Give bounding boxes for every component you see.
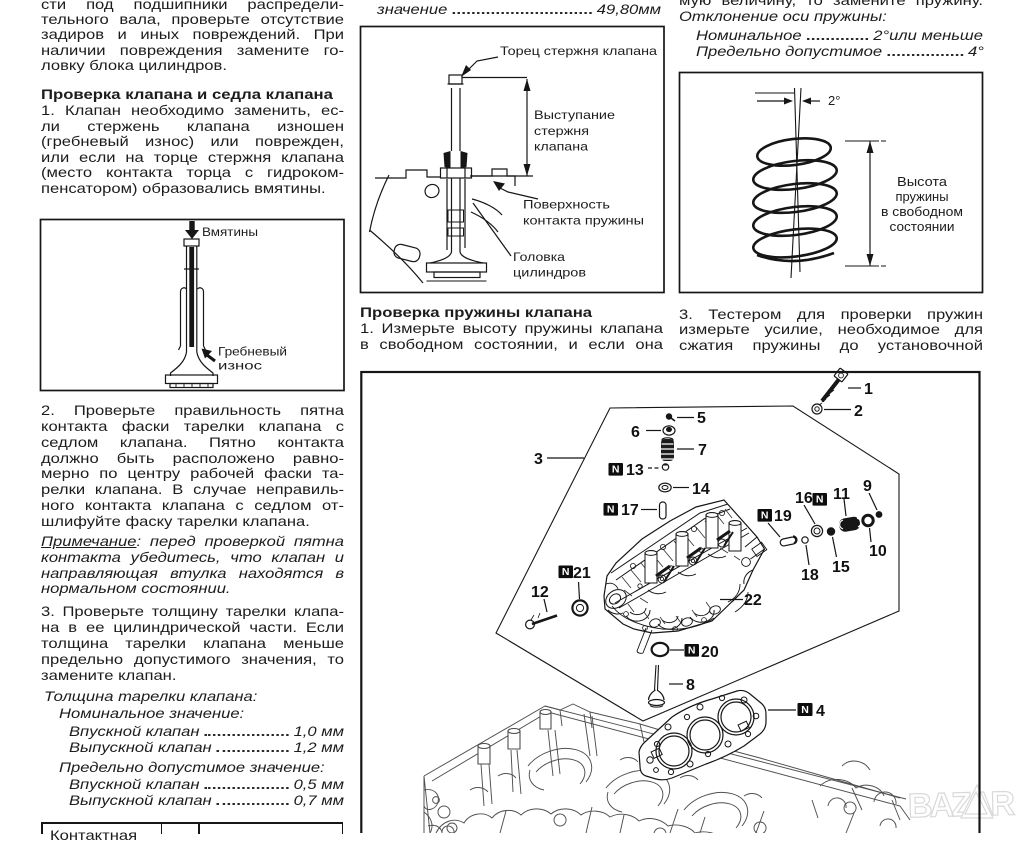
svg-text:N: N [607, 504, 615, 516]
svg-text:клапана: клапана [534, 140, 588, 154]
svg-text:Гребневый: Гребневый [218, 345, 287, 359]
svg-text:N: N [816, 494, 824, 506]
svg-text:Торец стержня клапана: Торец стержня клапана [500, 44, 657, 58]
svg-text:12: 12 [531, 584, 549, 601]
svg-text:11: 11 [833, 486, 850, 503]
svg-text:износ: износ [218, 359, 262, 373]
svg-text:N: N [688, 645, 696, 657]
svg-text:19: 19 [774, 508, 792, 525]
svg-text:22: 22 [744, 592, 762, 609]
svg-text:2°: 2° [828, 93, 840, 108]
svg-text:стержня: стержня [534, 124, 589, 138]
svg-text:Выступание: Выступание [534, 108, 615, 122]
svg-text:2: 2 [854, 403, 863, 420]
svg-text:Вмятины: Вмятины [202, 225, 258, 239]
svg-text:Головка: Головка [513, 250, 565, 264]
svg-text:13: 13 [626, 462, 644, 479]
svg-text:7: 7 [698, 442, 707, 459]
svg-text:17: 17 [621, 502, 639, 519]
svg-text:9: 9 [863, 478, 872, 495]
svg-text:Поверхность: Поверхность [523, 198, 610, 212]
svg-text:18: 18 [801, 567, 819, 584]
svg-text:15: 15 [832, 559, 850, 576]
svg-text:1: 1 [864, 381, 873, 398]
svg-text:цилиндров: цилиндров [513, 266, 586, 280]
svg-text:6: 6 [631, 424, 640, 441]
svg-text:пружины: пружины [896, 190, 949, 204]
svg-text:21: 21 [573, 565, 591, 582]
svg-text:3: 3 [534, 451, 543, 468]
svg-text:N: N [562, 566, 570, 578]
svg-text:состоянии: состоянии [890, 220, 955, 234]
svg-text:4: 4 [816, 703, 825, 720]
svg-text:10: 10 [869, 543, 887, 560]
svg-text:N: N [801, 704, 809, 716]
svg-text:20: 20 [701, 644, 719, 661]
svg-text:N: N [612, 464, 620, 476]
svg-text:8: 8 [686, 677, 695, 694]
svg-text:14: 14 [692, 481, 710, 498]
svg-text:в свободном: в свободном [881, 205, 963, 219]
svg-text:5: 5 [697, 410, 706, 427]
svg-text:N: N [761, 510, 769, 522]
svg-text:Высота: Высота [897, 175, 947, 189]
svg-text:контакта пружины: контакта пружины [523, 214, 644, 228]
svg-text:16: 16 [795, 490, 813, 507]
